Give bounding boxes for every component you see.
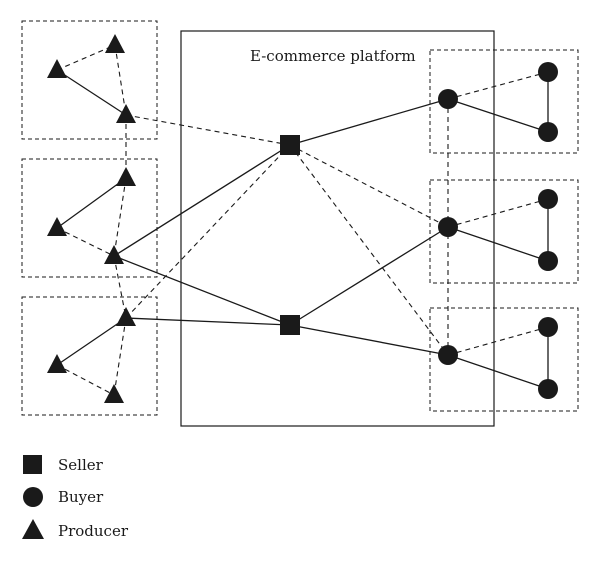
producer-seller-link	[125, 317, 291, 326]
buyer-node	[538, 62, 558, 82]
seller-node	[280, 315, 300, 335]
legend-producer-label: Producer	[58, 522, 129, 540]
producer-links	[56, 44, 127, 396]
producer-node	[47, 217, 67, 236]
producer-link	[113, 255, 127, 319]
producer-seller-link	[113, 255, 291, 326]
buyer-link	[447, 198, 549, 228]
seller-buyer-link	[289, 324, 449, 356]
producer-link	[56, 227, 115, 257]
producer-node	[104, 384, 124, 403]
platform-boundary	[180, 30, 495, 427]
seller-buyer-link	[289, 98, 449, 146]
buyer-node	[538, 189, 558, 209]
producer-seller-link	[113, 144, 291, 257]
buyer-link	[447, 98, 549, 133]
producer-node	[47, 354, 67, 373]
platform-label: E-commerce platform	[250, 47, 416, 65]
legend: Seller Buyer Producer	[22, 455, 129, 540]
producer-node	[105, 34, 125, 53]
buyer-node	[438, 217, 458, 237]
buyer-link	[447, 326, 549, 356]
legend-seller-icon	[23, 455, 42, 474]
producer-link	[56, 44, 116, 71]
seller-buyer-link	[289, 144, 449, 228]
producer-node	[47, 59, 67, 78]
buyer-link	[447, 71, 549, 100]
producer-node	[116, 307, 136, 326]
producer-node	[104, 245, 124, 264]
producer-node	[116, 104, 136, 123]
producer-seller-link	[125, 114, 291, 146]
buyer-group-box-2	[429, 179, 579, 284]
seller-buyer-links	[289, 98, 449, 356]
seller-buyer-link	[289, 226, 449, 326]
producer-link	[56, 364, 115, 396]
buyer-node	[438, 345, 458, 365]
seller-nodes	[280, 135, 300, 335]
producer-link	[113, 317, 127, 396]
producer-node	[116, 167, 136, 186]
producer-seller-links	[113, 114, 291, 326]
buyer-node	[538, 379, 558, 399]
producer-nodes	[47, 34, 136, 403]
buyer-group-box-1	[429, 49, 579, 154]
producer-link	[114, 44, 127, 116]
producer-seller-link	[125, 144, 291, 319]
buyer-link	[447, 354, 549, 390]
buyer-link	[447, 226, 549, 262]
buyer-node	[538, 251, 558, 271]
buyer-node	[538, 317, 558, 337]
producer-link	[56, 69, 127, 116]
producer-link	[113, 177, 127, 257]
producer-group-box-2	[21, 158, 158, 278]
legend-buyer-icon	[23, 487, 43, 507]
buyer-links	[447, 71, 549, 390]
seller-node	[280, 135, 300, 155]
producer-group-box-3	[21, 296, 158, 416]
buyer-nodes	[438, 62, 558, 399]
seller-buyer-link	[289, 144, 449, 356]
producer-link	[56, 177, 127, 229]
buyer-group-box-3	[429, 307, 579, 412]
producer-group-box-1	[21, 20, 158, 140]
buyer-node	[538, 122, 558, 142]
legend-buyer-label: Buyer	[58, 488, 104, 506]
producer-link	[56, 317, 127, 366]
legend-producer-icon	[22, 519, 44, 539]
buyer-node	[438, 89, 458, 109]
legend-seller-label: Seller	[58, 456, 104, 474]
